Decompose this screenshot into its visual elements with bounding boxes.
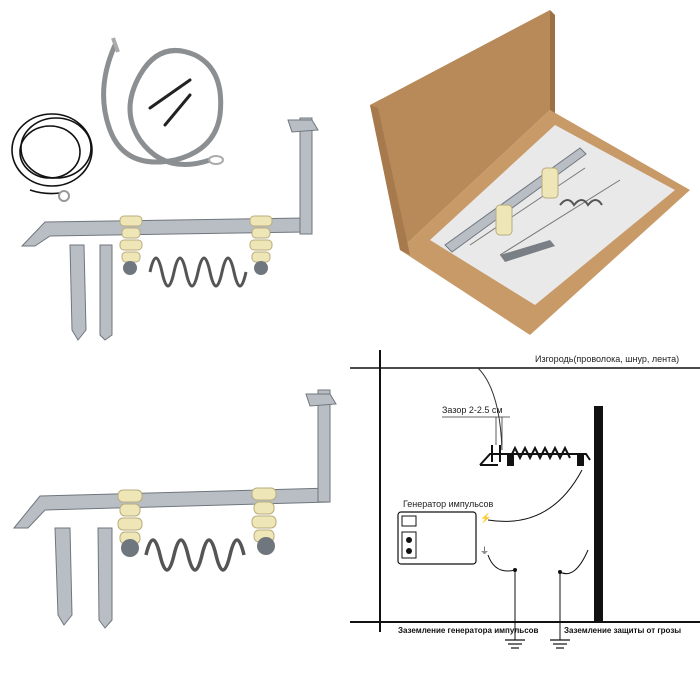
generator-knob-icon [406,537,412,543]
arrester-bracket [20,117,319,341]
fence-label: Изгородь(проволока, шнур, лента) [535,354,679,364]
black-ground-cable [11,113,93,195]
nut-icon [254,261,268,275]
wiring-diagram-panel: Изгородь(проволока, шнур, лента) Зазор 2… [350,350,700,700]
arrester-in-box [444,147,603,262]
fence-post [594,406,603,622]
ground-symbol-icon: ⏚ [480,546,489,556]
arrester-bracket [12,389,337,629]
generator-ground-wire [487,554,516,572]
generator-output-wire [487,469,583,522]
gray-cable [101,43,224,167]
kit-photo-panel [0,0,350,350]
screw-icon [148,78,192,127]
insulator-icon [119,215,273,263]
nut-icon [257,537,275,555]
gap-label: Зазор 2-2.5 см [442,405,503,415]
spring-coil [148,256,248,288]
ground-protection-label: Заземление защиты от грозы [564,626,681,635]
ground-symbol-icon [505,639,525,649]
box-photo-illustration [370,10,690,335]
insulator-icon [507,454,514,466]
fence-connection-wire [477,367,503,451]
generator-knob-icon [406,548,412,554]
arrester-schematic [479,445,591,466]
wiring-diagram: Изгородь(проволока, шнур, лента) Зазор 2… [350,350,700,649]
generator-control-panel [401,531,417,559]
spring-coil [144,538,246,572]
nut-icon [121,539,139,557]
box-photo-panel [350,0,700,350]
cable-ring-terminal-icon [58,190,70,202]
kit-photo-illustration [11,37,319,341]
protection-ground-wire [559,549,589,575]
arrester-photo-panel [0,350,350,700]
cardboard-box [370,10,690,335]
pulse-generator-box [397,511,477,565]
generator-label: Генератор импульсов [403,499,494,509]
generator-display [401,515,417,527]
ground-symbol-icon [550,639,570,649]
nut-icon [123,261,137,275]
lightning-symbol-icon: ⚡ [480,512,491,524]
arrester-photo-illustration [12,389,337,629]
insulator-icon [577,454,584,466]
ground-generator-label: Заземление генератора импульсов [398,626,539,635]
